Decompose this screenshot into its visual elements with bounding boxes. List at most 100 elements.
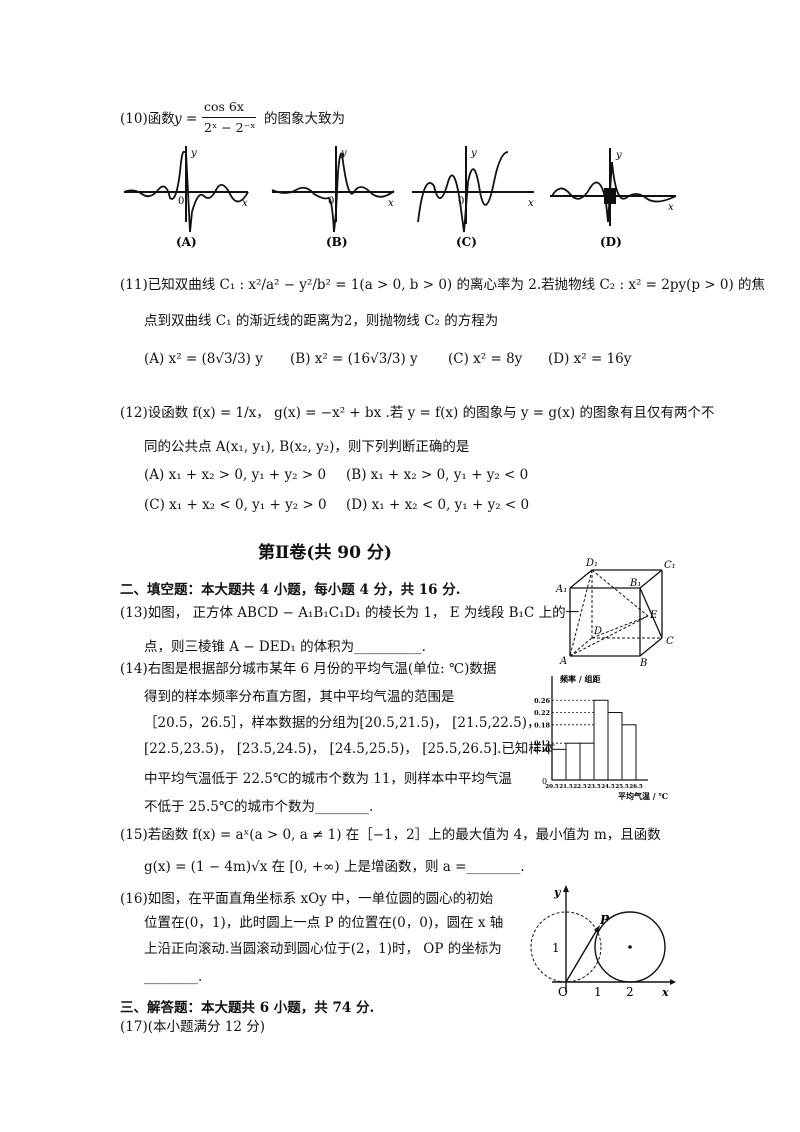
q14-line-3: ［20.5，26.5］，样本数据的分组为[20.5,21.5)， [21.5,2… [144, 715, 541, 731]
q15-line2: g(x) = (1 − 4m)√x 在 [0, +∞) 上是增函数，则 a =_… [144, 859, 525, 875]
q10-block: (10)函数 y = cos 6x 2ˣ − 2⁻ˣ 的图象大致为 [120, 98, 680, 358]
q16-line-4: ________. [144, 969, 203, 985]
histogram-xlabel: 平均气温 / ℃ [618, 791, 668, 801]
graph-a-y-label: y [190, 148, 197, 159]
cube-label-e: E [649, 610, 658, 621]
graph-c: y x 0 (C) [412, 146, 534, 249]
histogram-ylabel: 频率 / 组距 [560, 674, 601, 684]
q16-line-2: 位置在(0，1)，此时圆上一点 P 的位置在(0，0)，圆在 x 轴 [144, 915, 504, 931]
cube-label-c: C [666, 636, 674, 647]
q15-line1: (15)若函数 f(x) = aˣ(a > 0, a ≠ 1) 在［−1，2］上… [120, 827, 661, 843]
histogram-xtick-3: 22.5 [573, 784, 587, 790]
q14-line-1: (14)右图是根据部分城市某年 6 月份的平均气温(单位: ℃)数据 [120, 661, 497, 677]
histogram-ytick-1: 0.26 [534, 697, 550, 705]
q13-line1: (13)如图， 正方体 ABCD − A₁B₁C₁D₁ 的棱长为 1， E 为线… [120, 605, 580, 621]
section2-heading: 二、填空题：本大题共 4 小题，每小题 4 分，共 16 分. [120, 582, 461, 598]
rolling-circle-figure: y P 1 O 1 2 x [530, 885, 676, 997]
histogram-bar-6 [621, 724, 637, 781]
graph-d-caption: (D) [600, 235, 622, 249]
graph-b-origin: 0 [328, 196, 334, 207]
q11-option-a: (A) x² = (8√3/3) y [144, 351, 263, 367]
histogram-ytick-5: 0.10 [534, 746, 550, 754]
cube-label-d1: D₁ [585, 558, 598, 569]
q10-denominator: 2ˣ − 2⁻ˣ [204, 120, 256, 135]
q14-line-5: 中平均气温低于 22.5℃的城市个数为 11，则样本中平均气温 [144, 771, 512, 787]
graph-a: y x 0 (A) [123, 146, 249, 249]
q14-line-2: 得到的样本频率分布直方图，其中平均气温的范围是 [144, 689, 455, 705]
histogram-xtick-6: 25.5 [615, 784, 629, 790]
histogram-ytick-4: 0.12 [534, 740, 550, 748]
cube-figure: D₁ C₁ A₁ B₁ E D C A B [555, 558, 676, 666]
histogram-xtick-7: 26.5 [629, 784, 643, 790]
q10-formula-lhs: y = [174, 111, 198, 127]
q10-suffix: 的图象大致为 [264, 111, 345, 127]
q11-option-d: (D) x² = 16y [548, 351, 632, 367]
histogram-bar-5 [607, 712, 623, 781]
q10-numerator: cos 6x [204, 99, 244, 114]
fig16-p-label: P [599, 913, 610, 927]
histogram-xtick-4: 23.5 [587, 784, 601, 790]
cube-label-b: B [639, 658, 647, 666]
fig16-y-label: y [553, 886, 562, 899]
q17-heading: (17)(本小题满分 12 分) [120, 1019, 266, 1035]
q12-line1: (12)设函数 f(x) = 1/x， g(x) = −x² + bx .若 y… [120, 405, 715, 421]
graph-c-x-label: x [528, 198, 534, 209]
q10-graphs: y x 0 (A) y x 0 (B) y x 0 (C) y x (D) [123, 146, 677, 249]
graph-d-x-label: x [668, 202, 674, 213]
histogram-bar-4 [593, 699, 609, 781]
histogram-ytick-3: 0.18 [534, 721, 550, 729]
q14-line-6: 不低于 25.5℃的城市个数为________. [144, 799, 374, 815]
histogram-y-ticks: 0.26 0.22 0.18 0.120.10 [534, 697, 550, 754]
histogram-bar-2 [565, 742, 581, 781]
graph-d: y x (D) [550, 148, 677, 249]
graph-d-y-label: y [615, 150, 622, 161]
fig16-one-x: 1 [594, 985, 602, 997]
q11-option-b: (B) x² = (16√3/3) y [290, 351, 418, 367]
part2-title: 第Ⅱ卷(共 90 分) [258, 543, 392, 563]
graph-c-caption: (C) [456, 235, 477, 249]
cube-label-c1: C₁ [664, 560, 676, 571]
fig16-x-label: x [661, 986, 669, 997]
cube-label-d: D [593, 626, 602, 637]
q16-line-3: 上沿正向滚动.当圆滚动到圆心位于(2，1)时， OP 的坐标为 [144, 941, 502, 957]
fig16-one-y: 1 [552, 941, 560, 955]
histogram-origin: 0 [542, 777, 547, 786]
histogram-xtick-5: 24.5 [601, 784, 615, 790]
graph-a-x-label: x [242, 198, 248, 209]
fig16-o-label: O [558, 985, 568, 997]
graph-b-caption: (B) [326, 235, 348, 249]
histogram-bar-1 [551, 748, 567, 781]
graph-c-y-label: y [470, 148, 477, 159]
q16-line-1: (16)如图，在平面直角坐标系 xOy 中，一单位圆的圆心的初始 [120, 891, 494, 907]
graph-b-x-label: x [388, 198, 394, 209]
q10-fraction-bar [202, 117, 256, 118]
graph-a-origin: 0 [178, 196, 184, 207]
q10-prefix: (10)函数 [120, 111, 175, 127]
q12-option-b: (B) x₁ + x₂ > 0, y₁ + y₂ < 0 [346, 467, 529, 483]
q13-line2: 点，则三棱锥 A − DED₁ 的体积为__________. [144, 639, 426, 655]
fig16-two: 2 [626, 985, 634, 997]
q11-line2: 点到双曲线 C₁ 的渐近线的距离为2，则抛物线 C₂ 的方程为 [144, 313, 499, 329]
q12-line2: 同的公共点 A(x₁, y₁), B(x₂, y₂)，则下列判断正确的是 [144, 439, 470, 455]
histogram-bar-3 [579, 742, 595, 781]
cube-label-a: A [559, 656, 567, 666]
graph-b-y-label: y [340, 148, 347, 159]
q14-line-4: [22.5,23.5)， [23.5,24.5)， [24.5,25.5)， [… [144, 741, 556, 757]
histogram-xtick-1: 20.5 [545, 784, 559, 790]
section3-heading: 三、解答题：本大题共 6 小题，共 74 分. [120, 1000, 375, 1016]
cube-label-a1: A₁ [555, 584, 567, 595]
q12-option-d: (D) x₁ + x₂ < 0, y₁ + y₂ < 0 [346, 497, 530, 513]
q11-option-c: (C) x² = 8y [448, 351, 523, 367]
graph-a-caption: (A) [176, 235, 197, 249]
q12-option-c: (C) x₁ + x₂ < 0, y₁ + y₂ > 0 [144, 497, 327, 513]
q11-line1: (11)已知双曲线 C₁ : x²/a² − y²/b² = 1(a > 0, … [120, 277, 766, 293]
graph-c-origin: 0 [458, 196, 464, 207]
graph-b: y x 0 (B) [271, 146, 395, 249]
histogram-gridlines [552, 699, 622, 744]
cube-label-b1: B₁ [629, 578, 641, 589]
histogram-bars [551, 699, 637, 781]
histogram-xtick-2: 21.5 [559, 784, 573, 790]
histogram-ytick-2: 0.22 [534, 709, 550, 717]
